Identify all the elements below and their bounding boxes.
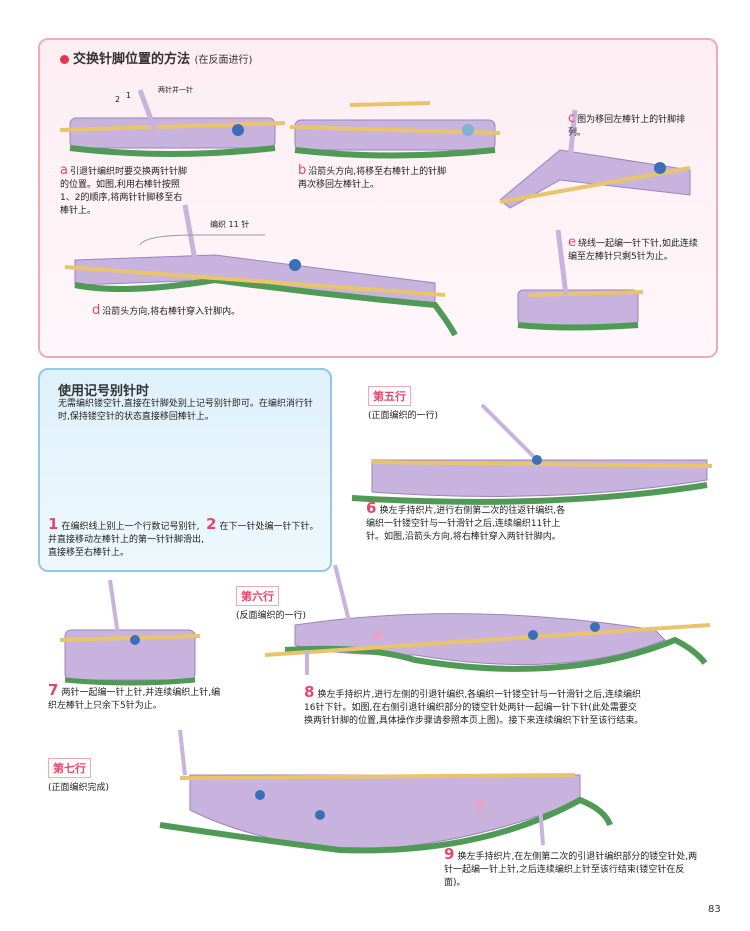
- step-6-text: 换左手持织片,进行右侧第二次的往返针编织,各编织一针镂空针与一针滑针之后,连续编…: [366, 506, 566, 542]
- step-a-text: 引退针编织时要交换两针针脚的位置。如图,利用右棒针按照1、2的顺序,将两针针脚移…: [60, 167, 187, 216]
- illustration-c: [499, 109, 691, 209]
- red-dot-icon: [60, 55, 69, 64]
- illustration-row7: [159, 729, 613, 854]
- step-d-letter: d: [92, 303, 101, 318]
- step-c-letter: c: [568, 111, 576, 126]
- row7-label: 第七行: [48, 758, 91, 778]
- illustration-d: 编织 11 针: [64, 204, 458, 337]
- step-b-letter: b: [298, 163, 307, 178]
- marker-intro: 无需编织镂空针,直接在针脚处别上记号别针即可。在编织消行针时,保持镂空针的状态直…: [58, 399, 313, 422]
- step-9-num: 9: [444, 845, 455, 863]
- step-9-text: 换左手持织片,在左侧第二次的引退针编织部分的镂空针处,两针一起编一针上针,之后连…: [444, 852, 698, 888]
- marker-step-2-text: 在下一针处编一针下针。: [219, 522, 319, 532]
- row5-sub: (正面编织的一行): [368, 411, 439, 421]
- order-1: 1: [126, 91, 131, 100]
- illustration-step7: [59, 579, 201, 686]
- marker-title: 使用记号别针时: [58, 384, 150, 399]
- step-b-text: 沿箭头方向,将移至右棒针上的针脚再次移回左棒针上。: [298, 167, 447, 190]
- row6-sub: (反面编织的一行): [236, 611, 307, 621]
- step-7-text: 两针一起编一针上针,并连续编织上针,编织左棒针上只余下5针为止。: [48, 688, 221, 711]
- row5-label: 第五行: [368, 386, 411, 406]
- marker-step-1-text: 在编织线上别上一个行数记号别针,并直接移动左棒针上的第一针针脚滑出,直接移至右棒…: [48, 522, 204, 558]
- step-e-text: 绕线一起编一针下针,如此连续编至左棒针只剩5针为止。: [568, 239, 698, 262]
- illustration-row6: [264, 564, 711, 675]
- illustration-a: 两针并一针 2 1: [59, 85, 286, 157]
- page-number: 83: [708, 904, 721, 915]
- step-d-text: 沿箭头方向,将右棒针穿入针脚内。: [102, 307, 241, 317]
- marker-step-1-num: 1: [48, 515, 59, 533]
- exchange-title-note: (在反面进行): [194, 55, 253, 66]
- illustration-row5: [351, 403, 713, 505]
- row7-sub: (正面编织完成): [48, 783, 110, 793]
- step-6-num: 6: [366, 499, 377, 517]
- marker-panel: [38, 368, 332, 572]
- step-a-letter: a: [60, 163, 68, 178]
- step-e-letter: e: [568, 235, 576, 250]
- marker-step-2-num: 2: [206, 515, 217, 533]
- step-8-num: 8: [304, 683, 315, 701]
- step-7-num: 7: [48, 681, 59, 699]
- step-c-text: 图为移回左棒针上的针脚排列。: [568, 115, 686, 138]
- exchange-title: 交换针脚位置的方法 (在反面进行): [60, 48, 252, 67]
- illustration-b: [289, 101, 501, 159]
- illustration-e: [517, 229, 644, 331]
- label-knit-11: 编织 11 针: [210, 219, 249, 229]
- step-8-text: 换左手持织片,进行左侧的引退针编织,各编织一针镂空针与一针滑针之后,连续编织16…: [304, 690, 644, 726]
- label-two-stitch: 两针并一针: [158, 85, 193, 94]
- exchange-title-text: 交换针脚位置的方法: [73, 52, 191, 67]
- order-2: 2: [115, 95, 120, 104]
- row6-label: 第六行: [236, 586, 279, 606]
